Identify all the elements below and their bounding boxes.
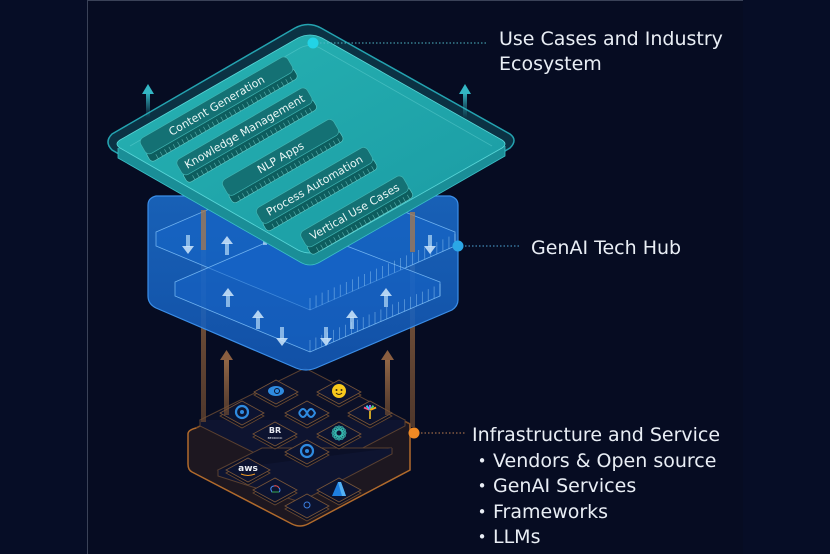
openai-compatible-icon [219,400,265,429]
bullet-text: GenAI Services [493,475,637,497]
aws-icon: aws [225,457,271,486]
arrow-down-icon [320,327,332,346]
pipe-left-inner [224,360,229,415]
arrow-up-icon [346,310,358,329]
meta-icon [284,400,330,429]
arrow-up-icon [380,288,392,307]
arrow-up-icon [220,350,233,360]
infrastructure-block: Infrastructure and Service • Vendors & Op… [472,423,720,551]
infrastructure-bullet-item: • Frameworks [475,500,720,526]
infrastructure-title: Infrastructure and Service [472,424,721,446]
arrow-up-icon [142,84,154,118]
azure-icon [316,477,362,506]
arrow-up-icon [252,310,264,329]
tech-hub-marker-dot [452,240,464,252]
bullet-icon: • [477,477,487,495]
use-cases-title-line2: Ecosystem [499,53,602,75]
infrastructure-marker-dot [408,427,420,439]
infrastructure-bullets: • Vendors & Open source • GenAI Services •… [472,449,720,551]
frame-border-left [87,0,88,554]
arrow-up-icon [221,236,233,255]
openai-icon [316,421,362,450]
aws-logo-text: aws [238,464,258,474]
frame-border-top [87,0,743,1]
pipe-right-top [410,212,415,252]
bedrock-logo-text: BEDROCK [268,436,284,440]
ring-service-icon [284,439,330,468]
bullet-text: LLMs [493,526,541,548]
arrow-down-icon [182,235,194,254]
callout-connectors [307,37,519,439]
use-cases-title: Use Cases and Industry Ecosystem [499,27,723,77]
bullet-icon: • [477,528,487,546]
palm-icon [347,400,393,429]
bullet-icon: • [477,451,487,470]
hugging-face-icon [316,379,362,408]
bullet-icon: • [477,502,487,521]
tech-hub-title: GenAI Tech Hub [531,237,682,259]
arrow-down-icon [424,235,436,254]
arrow-down-icon [276,327,288,346]
pipe-right-inner [385,360,390,415]
use-cases-title-line1: Use Cases and Industry [499,28,723,50]
arrow-up-icon [459,84,471,118]
arrow-up-icon [222,288,234,307]
google-cloud-icon [252,477,298,506]
azure-ai-search-icon [253,379,299,408]
use-cases-marker-dot [307,37,319,49]
infrastructure-bullet-item: • Vendors & Open source [475,449,720,475]
infrastructure-bullet-item: • LLMs [475,525,720,551]
langchain-icon [284,493,330,522]
svg-text:BR: BR [269,426,281,435]
arrow-up-icon [381,350,394,360]
pipe-left-top [201,210,206,250]
bullet-text: Vendors & Open source [493,449,717,472]
bullet-text: Frameworks [493,500,609,523]
infrastructure-bullet-item: • GenAI Services [475,474,720,500]
